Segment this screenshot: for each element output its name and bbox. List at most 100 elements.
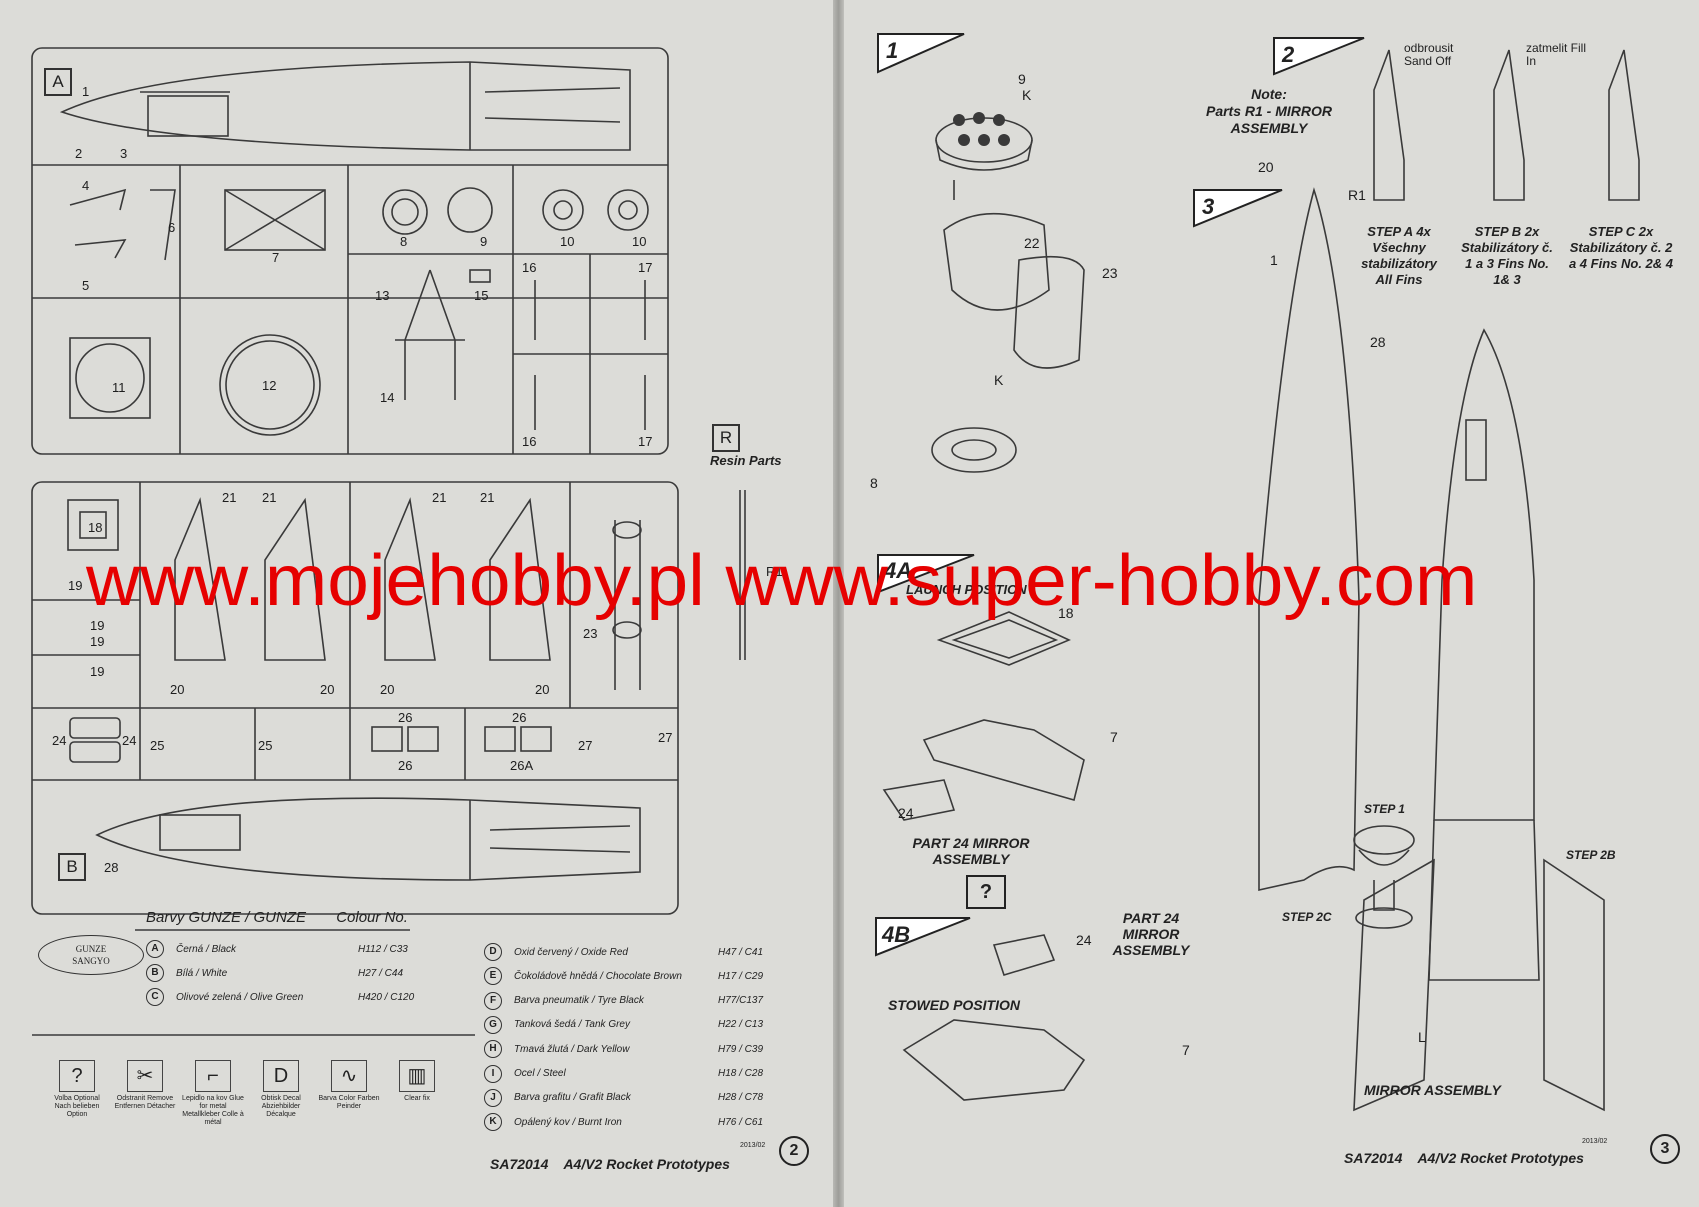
date-left: 2013/02 [740,1142,766,1149]
step-1-number: 1 [886,38,899,63]
part-number: 24 [122,733,136,748]
part-number: 19 [90,664,104,679]
callout-number: K [1022,87,1032,103]
part-number: 20 [320,682,334,697]
part-number: 25 [150,738,164,753]
step2c-label: STEP 2C [1282,910,1332,924]
colour-name: Oxid červený / Oxide Red [514,946,628,958]
colour-name: Čokoládově hnědá / Chocolate Brown [514,970,682,982]
footer-code-right: SA72014 [1344,1150,1403,1166]
part-number: 18 [88,520,102,535]
colour-name: Opálený kov / Burnt Iron [514,1116,622,1128]
part-number: 2 [75,146,82,161]
part-number: 20 [380,682,394,697]
step-4b-number: 4B [882,922,911,947]
colour-name: Ocel / Steel [514,1068,566,1079]
part-number: 27 [658,730,672,745]
part-number: 17 [638,434,652,449]
step1-label: STEP 1 [1364,802,1405,816]
colour-name: Tanková šedá / Tank Grey [514,1019,630,1031]
colour-code: H22 / C13 [718,1019,764,1031]
part-number: 9 [480,234,487,249]
colour-code: H112 / C33 [358,943,408,955]
legend-row: G Tanková šedá / Tank Grey H22 / C13 [484,1015,824,1034]
colour-letter: E [484,967,502,986]
footer-right: SA72014 A4/V2 Rocket Prototypes [1344,1150,1584,1166]
symbol-item: ▥ Clear fix [386,1060,448,1103]
colour-letter: C [146,988,164,1006]
part-number: 15 [474,288,488,303]
callout-number: 28 [1370,334,1386,350]
symbol-icon: ? [59,1060,95,1092]
step-3-number: 3 [1202,194,1215,219]
legend-title: Barvy GUNZE / GUNZE Colour No. [146,909,434,926]
callout-number: 24 [1076,932,1092,948]
resin-letter: R [712,424,740,452]
colour-code: H76 / C61 [718,1116,764,1128]
step2b-label: STEP 2B [1566,848,1616,862]
part-number: 27 [578,738,592,753]
note: Note: Parts R1 - MIRROR ASSEMBLY [1174,86,1364,137]
question-box: ? [966,875,1006,909]
part-number: 6 [168,220,175,235]
legend-row: K Opálený kov / Burnt Iron H76 / C61 [484,1113,824,1132]
legend-row: E Čokoládově hnědá / Chocolate Brown H17 /… [484,967,824,986]
part-number: 26 [398,758,412,773]
colour-letter: G [484,1015,502,1034]
legend-brand: Barvy GUNZE / GUNZE [146,909,307,926]
part-number: 17 [638,260,652,275]
note-title: Note: [1251,86,1287,102]
gutter [833,0,844,1207]
callout-number: 24 [898,805,914,821]
colour-code: H28 / C78 [718,1092,764,1104]
callout-number: 1 [1270,252,1278,268]
part-number: 1 [82,84,89,99]
symbol-text: Clear fix [404,1095,430,1102]
footer-title-left: A4/V2 Rocket Prototypes [563,1156,730,1172]
colour-code: H79 / C39 [718,1043,764,1055]
colour-name: Olivové zelená / Olive Green [176,991,304,1003]
colour-letter: D [484,943,502,961]
part-number: 21 [432,490,446,505]
symbol-icon: ⌐ [195,1060,231,1092]
part-number: 25 [258,738,272,753]
colour-code: H17 / C29 [718,970,764,982]
page-number-left: 2 [779,1136,809,1166]
symbol-item: ?Volba Optional Nach belieben Option [46,1060,108,1119]
part-number: 7 [272,250,279,265]
callout-number: 9 [1018,71,1026,87]
colour-letter: F [484,991,502,1010]
footer-left: SA72014 A4/V2 Rocket Prototypes [490,1156,730,1172]
colour-letter: J [484,1088,502,1107]
colour-letter: K [484,1113,502,1132]
step-2-number: 2 [1282,42,1295,67]
step-c-label: STEP C 2x Stabilizátory č. 2 a 4 Fins No… [1568,224,1674,271]
part-number: 21 [480,490,494,505]
colour-code: H47 / C41 [718,946,764,958]
part-number: 11 [112,380,126,395]
logo-text-1: GUNZE [75,944,107,954]
colour-letter: I [484,1064,502,1083]
part-number: 13 [375,288,389,303]
callout-number: 22 [1024,235,1040,251]
part-number: 8 [400,234,407,249]
watermark: www.mojehobby.pl www.super-hobby.com [86,541,1478,621]
step-flags [875,33,1365,957]
part-number: 3 [120,146,127,161]
callout-number: L [1418,1029,1426,1045]
symbol-item: ⌐Lepidlo na kov Glue for metal Metallkle… [182,1060,244,1127]
part-number: 21 [262,490,276,505]
part-number: 26 [512,710,526,725]
part-number: 23 [583,626,597,641]
symbol-icon: ▥ [399,1060,435,1092]
